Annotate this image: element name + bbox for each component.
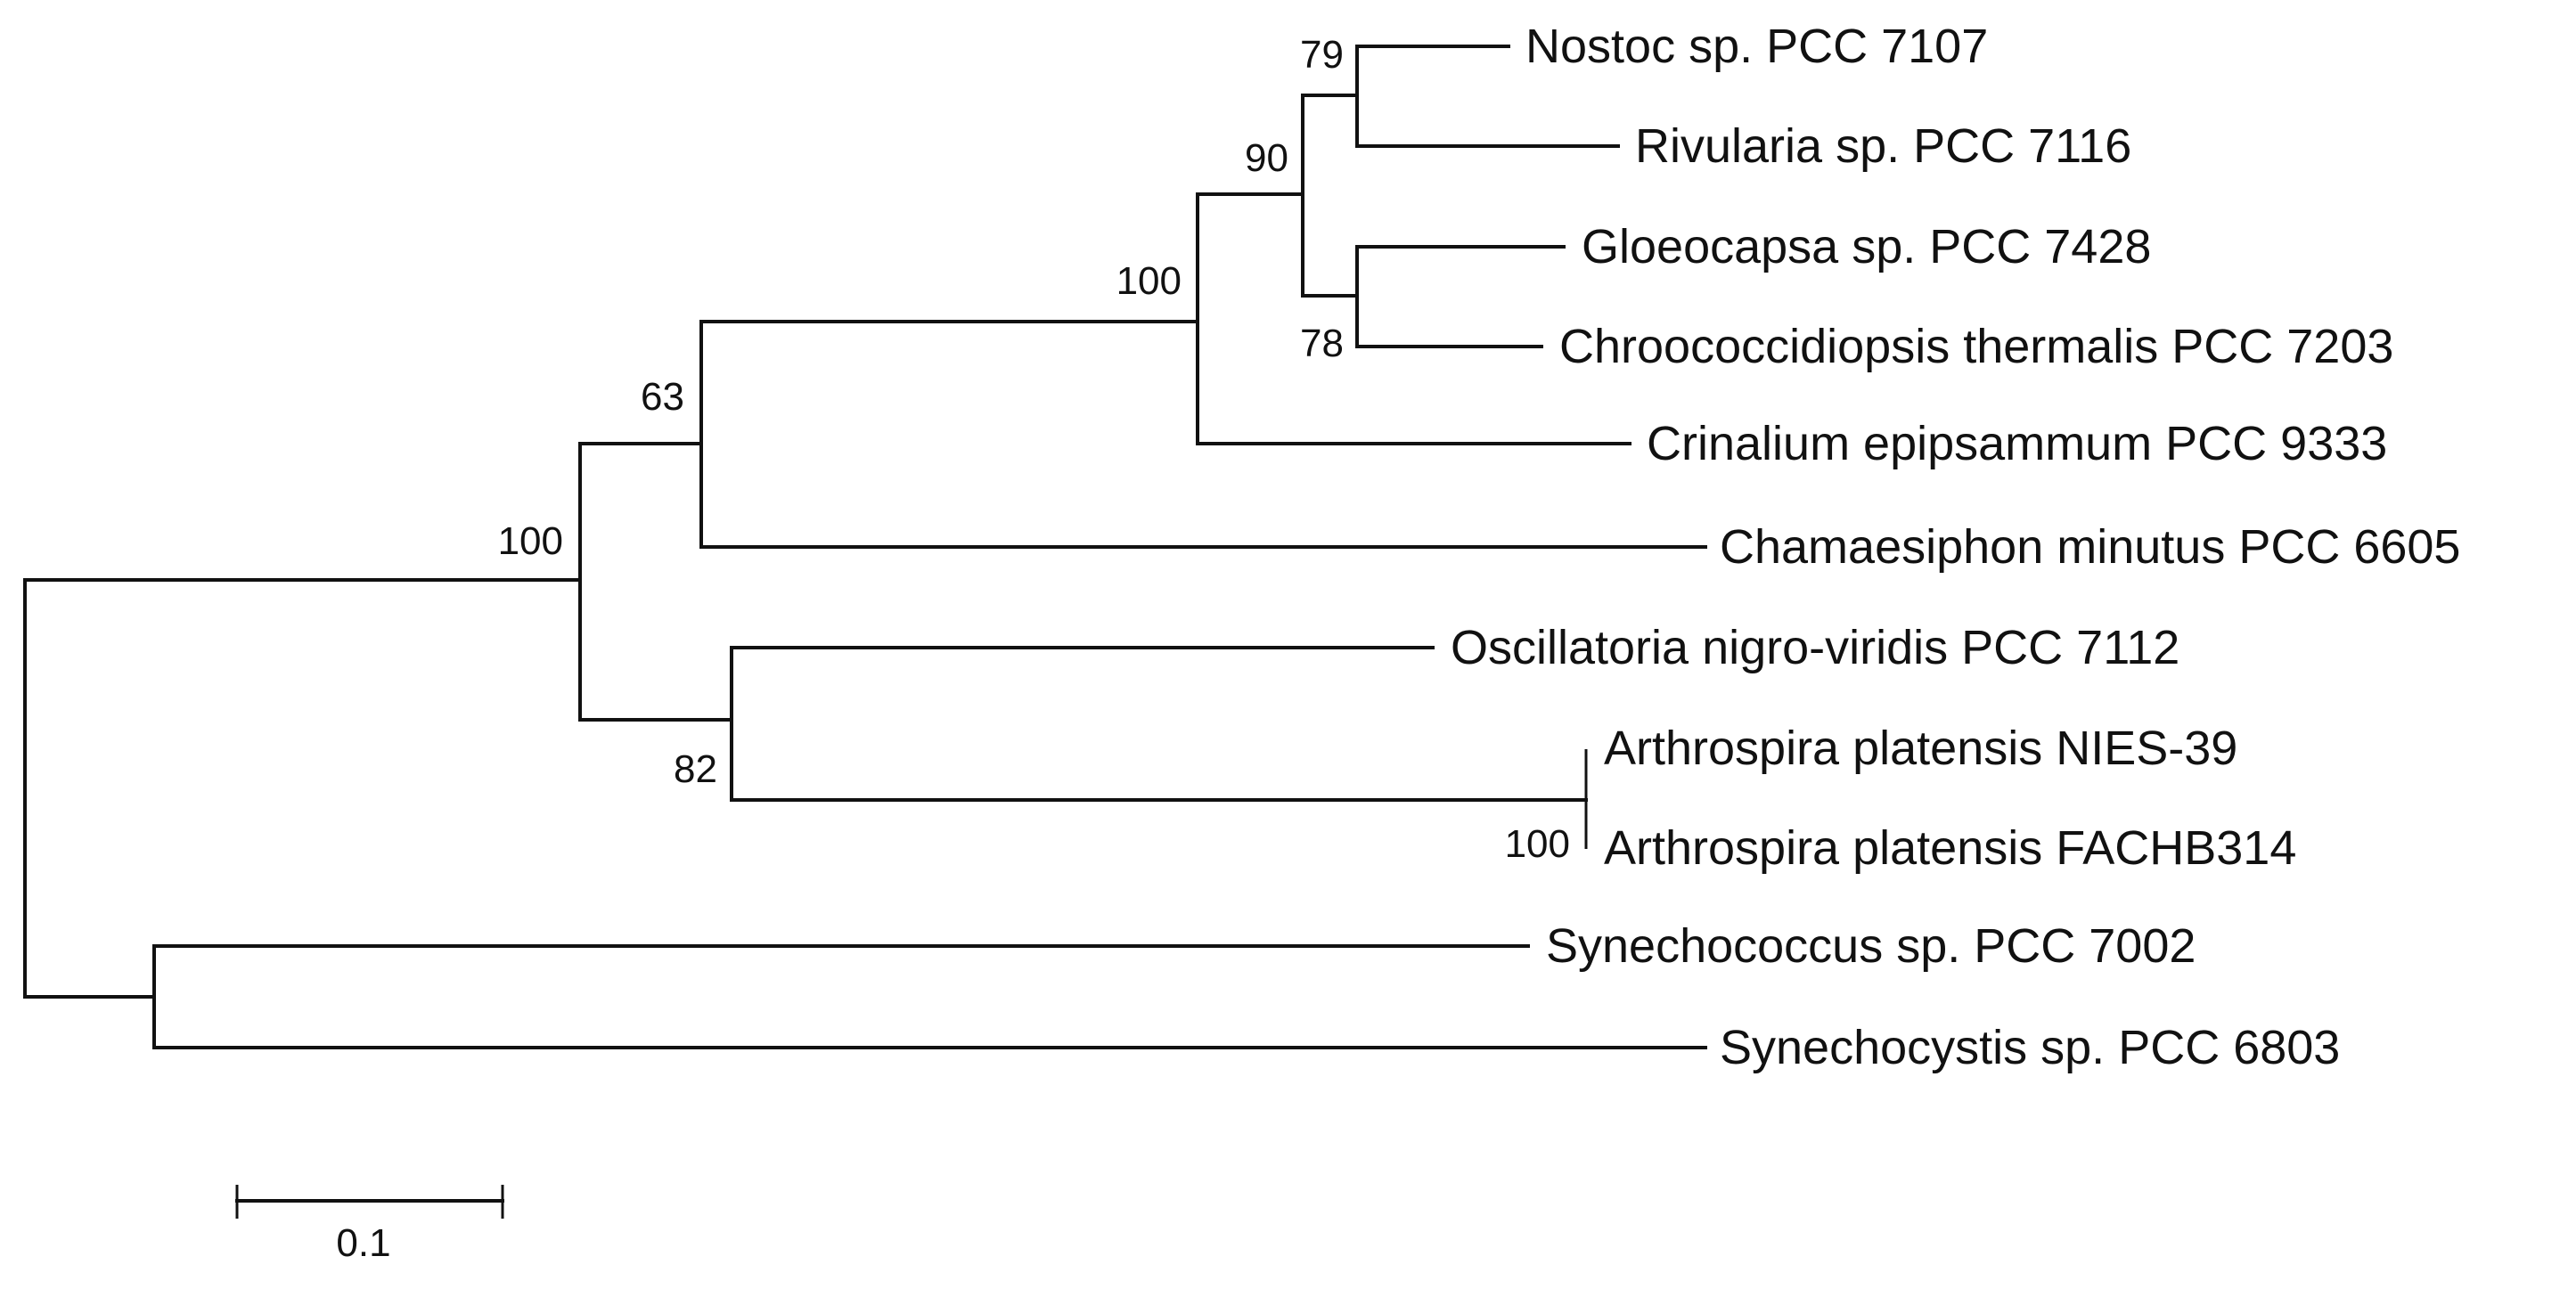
- taxon-label: Gloeocapsa sp. PCC 7428: [1582, 220, 2151, 273]
- taxon-label: Crinalium epipsammum PCC 9333: [1647, 417, 2387, 470]
- taxon-label: Synechococcus sp. PCC 7002: [1546, 919, 2196, 973]
- bootstrap-label: 100: [1116, 259, 1182, 303]
- taxon-label: Arthrospira platensis NIES-39: [1604, 722, 2237, 775]
- taxon-label: Nostoc sp. PCC 7107: [1525, 20, 1988, 73]
- scale-bar-label: 0.1: [336, 1221, 390, 1265]
- taxon-label: Arthrospira platensis FACHB314: [1604, 821, 2296, 875]
- bootstrap-label: 82: [674, 747, 717, 791]
- bootstrap-label: 79: [1300, 33, 1344, 77]
- taxon-label: Synechocystis sp. PCC 6803: [1720, 1021, 2340, 1074]
- bootstrap-label: 100: [1505, 822, 1570, 866]
- taxon-label: Rivularia sp. PCC 7116: [1635, 119, 2131, 173]
- bootstrap-label: 90: [1245, 136, 1288, 180]
- taxon-label: Chamaesiphon minutus PCC 6605: [1720, 520, 2460, 574]
- scale-bar: 0.1: [235, 1185, 504, 1265]
- bootstrap-label: 100: [498, 519, 563, 563]
- taxon-label: Chroococcidiopsis thermalis PCC 7203: [1559, 320, 2393, 373]
- bootstrap-label: 63: [641, 375, 684, 419]
- taxon-label: Oscillatoria nigro-viridis PCC 7112: [1451, 621, 2179, 674]
- bootstrap-label: 78: [1300, 322, 1344, 365]
